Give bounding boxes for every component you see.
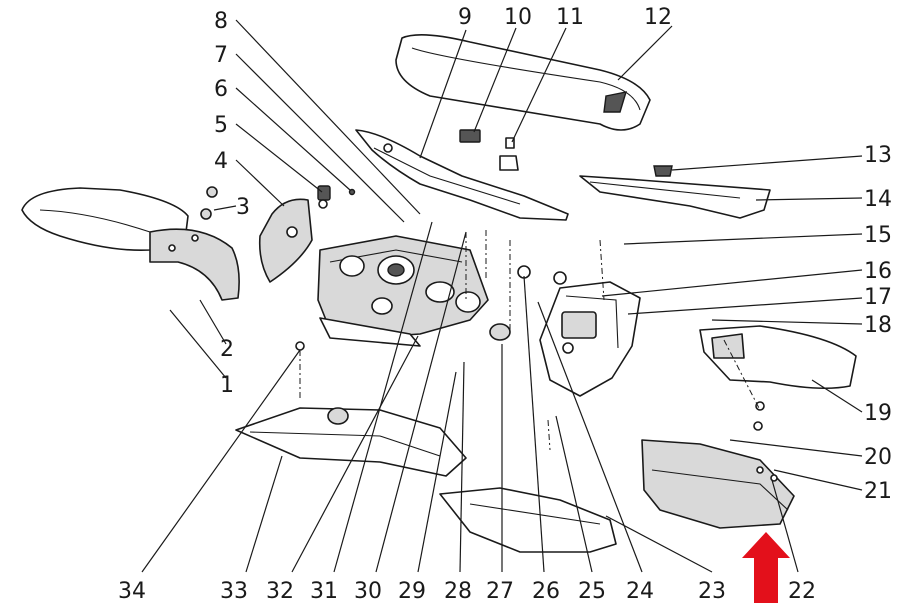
washer-34 [295,341,305,351]
callout-6: 6 [214,77,228,102]
callout-17: 17 [864,285,892,310]
callout-34: 34 [118,579,146,603]
callout-23: 23 [698,579,726,603]
fastener-10-11 [459,129,519,171]
callout-26: 26 [532,579,560,603]
callout-16: 16 [864,259,892,284]
callout-31: 31 [310,579,338,603]
callout-3: 3 [236,195,250,220]
callout-13: 13 [864,143,892,168]
bolt-3 [200,186,218,220]
callout-29: 29 [398,579,426,603]
callout-22: 22 [788,579,816,603]
callout-32: 32 [266,579,294,603]
callout-15: 15 [864,223,892,248]
side-panel-14 [579,165,771,219]
callout-labels: 1 2 3 4 5 6 7 8 9 10 11 12 13 14 15 16 1… [118,5,892,603]
callout-7: 7 [214,43,228,68]
callout-27: 27 [486,579,514,603]
callout-19: 19 [864,401,892,426]
side-fairing-33 [235,407,467,477]
red-arrow-up-icon [742,532,790,603]
callout-28: 28 [444,579,472,603]
callout-14: 14 [864,187,892,212]
callout-5: 5 [214,113,228,138]
airbox-housing [317,235,489,347]
callout-21: 21 [864,479,892,504]
callout-8: 8 [214,9,228,34]
callout-10: 10 [504,5,532,30]
callout-25: 25 [578,579,606,603]
tank-panel-9 [355,129,569,221]
callout-2: 2 [220,337,234,362]
callout-4: 4 [214,149,228,174]
callout-24: 24 [626,579,654,603]
side-cover-4 [258,198,313,283]
rear-bracket-17 [517,265,641,397]
tail-light-19 [699,325,857,431]
callout-1: 1 [220,373,234,398]
seat-12 [395,34,651,131]
callout-12: 12 [644,5,672,30]
callout-18: 18 [864,313,892,338]
callout-30: 30 [354,579,382,603]
front-fender [21,187,240,301]
callout-11: 11 [556,5,584,30]
leader-lines [141,19,863,573]
rear-underpanel-21 [641,439,795,529]
callout-20: 20 [864,445,892,470]
callout-33: 33 [220,579,248,603]
clip-5-6 [317,185,356,209]
bottom-tray-23 [439,487,617,553]
assembly-lines [299,230,761,451]
grommet-27 [489,323,511,341]
callout-9: 9 [458,5,472,30]
